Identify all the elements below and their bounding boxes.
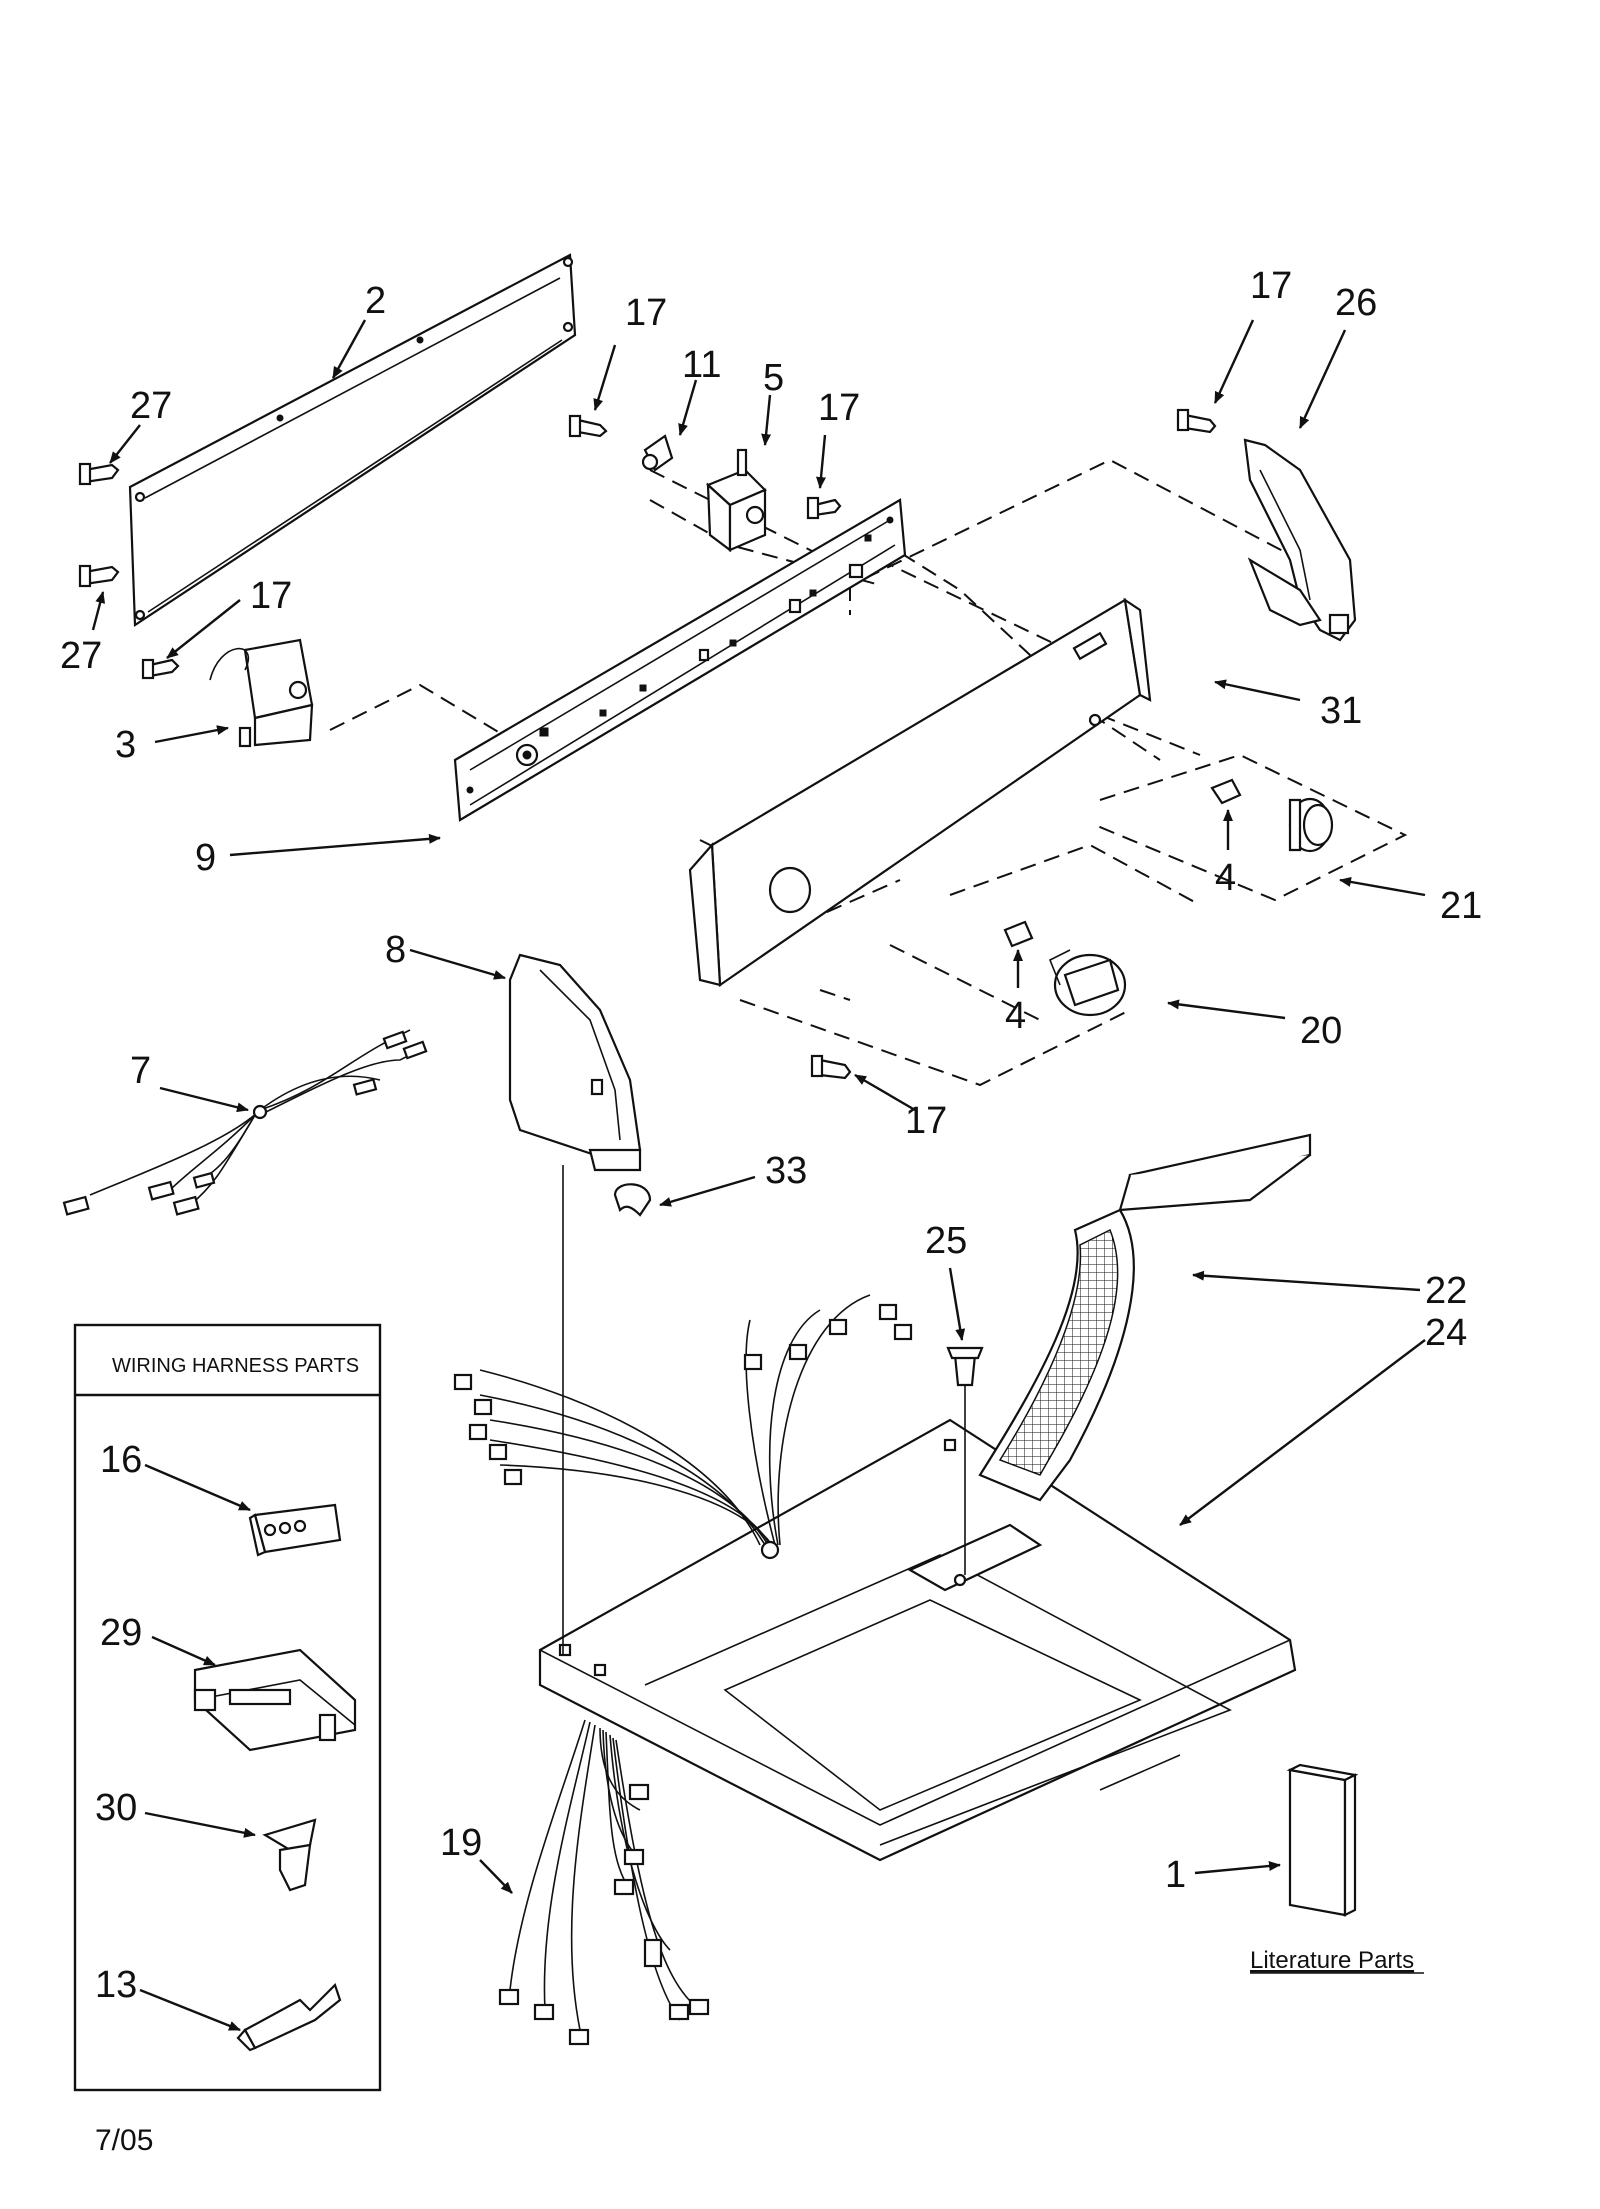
part-5-component bbox=[705, 448, 767, 553]
callout-25: 25 bbox=[925, 1220, 967, 1262]
part-22-lint-filter bbox=[978, 1133, 1312, 1502]
callout-3: 3 bbox=[115, 724, 136, 766]
part-16-connector bbox=[248, 1503, 342, 1557]
top-wire-harness bbox=[453, 1294, 913, 1560]
part-20-knob bbox=[1048, 949, 1127, 1017]
part-30-clip bbox=[262, 1818, 317, 1892]
wiring-box-title: WIRING HARNESS PARTS bbox=[112, 1355, 359, 1377]
part-21-knob bbox=[1288, 797, 1334, 853]
callout-17-right: 17 bbox=[1250, 265, 1292, 307]
part-7-wire-harness bbox=[62, 1029, 428, 1216]
callout-24: 24 bbox=[1425, 1312, 1467, 1354]
callout-30: 30 bbox=[95, 1787, 137, 1829]
callout-17-near-5: 17 bbox=[818, 387, 860, 429]
callout-4-lower: 4 bbox=[1005, 995, 1026, 1037]
callout-labels: 2 27 27 17 3 17 11 5 17 9 17 26 31 4 21 … bbox=[60, 265, 1482, 2006]
part-26-end-cap bbox=[1243, 438, 1357, 642]
harness-connectors bbox=[453, 1303, 913, 1486]
callout-19: 19 bbox=[440, 1822, 482, 1864]
callout-27-top: 27 bbox=[130, 385, 172, 427]
callout-16: 16 bbox=[100, 1439, 142, 1481]
part-1-literature bbox=[1286, 1763, 1359, 1917]
part-3-switch bbox=[209, 638, 314, 748]
callout-29: 29 bbox=[100, 1612, 142, 1654]
callout-2: 2 bbox=[365, 280, 386, 322]
screw-27-top bbox=[78, 462, 120, 486]
callout-20: 20 bbox=[1300, 1010, 1342, 1052]
callout-27-bottom: 27 bbox=[60, 635, 102, 677]
literature-parts-label: Literature Parts bbox=[1250, 1947, 1414, 1974]
part-19-harness bbox=[498, 1719, 710, 2046]
part-25-screw bbox=[946, 1346, 984, 1387]
callout-17-bottom: 17 bbox=[905, 1100, 947, 1142]
callout-5: 5 bbox=[763, 357, 784, 399]
leader-arrows bbox=[91, 319, 1426, 2032]
screw-17-bottom bbox=[810, 1054, 852, 1080]
part-24-top-panel bbox=[538, 1418, 1297, 1862]
callout-9: 9 bbox=[195, 837, 216, 879]
screw-17-left bbox=[141, 658, 180, 680]
callout-21: 21 bbox=[1440, 885, 1482, 927]
part-11-clip bbox=[641, 434, 674, 472]
part-9-console-bracket bbox=[453, 498, 907, 822]
wiring-harness-box: WIRING HARNESS PARTS bbox=[73, 1323, 382, 2092]
callout-13: 13 bbox=[95, 1964, 137, 2006]
part-13-terminal bbox=[236, 1982, 342, 2052]
callout-17-left: 17 bbox=[250, 575, 292, 617]
part-31-console bbox=[688, 597, 1152, 988]
callout-17-near-11: 17 bbox=[625, 292, 667, 334]
callout-7: 7 bbox=[130, 1050, 151, 1092]
screw-17-near-5 bbox=[806, 496, 842, 520]
screw-17-right bbox=[1176, 408, 1217, 434]
callout-33: 33 bbox=[765, 1150, 807, 1192]
part-33-clip bbox=[613, 1183, 652, 1217]
assembly-guide-lines bbox=[329, 458, 1408, 1087]
callout-31: 31 bbox=[1320, 690, 1362, 732]
callout-26: 26 bbox=[1335, 282, 1377, 324]
part-4-clip-upper bbox=[1210, 778, 1242, 805]
callout-22: 22 bbox=[1425, 1270, 1467, 1312]
date-code: 7/05 bbox=[95, 2124, 153, 2157]
callout-1: 1 bbox=[1165, 1854, 1186, 1896]
screw-17-near-11 bbox=[568, 414, 608, 438]
part-29-connector-block bbox=[193, 1648, 357, 1752]
callout-8: 8 bbox=[385, 929, 406, 971]
part-8-end-cap bbox=[508, 953, 642, 1172]
callout-4-upper: 4 bbox=[1215, 857, 1236, 899]
part-2-rear-panel bbox=[128, 253, 577, 627]
part-4-clip-lower bbox=[1003, 920, 1034, 948]
screw-27-bottom bbox=[78, 564, 120, 588]
callout-11: 11 bbox=[682, 344, 721, 386]
